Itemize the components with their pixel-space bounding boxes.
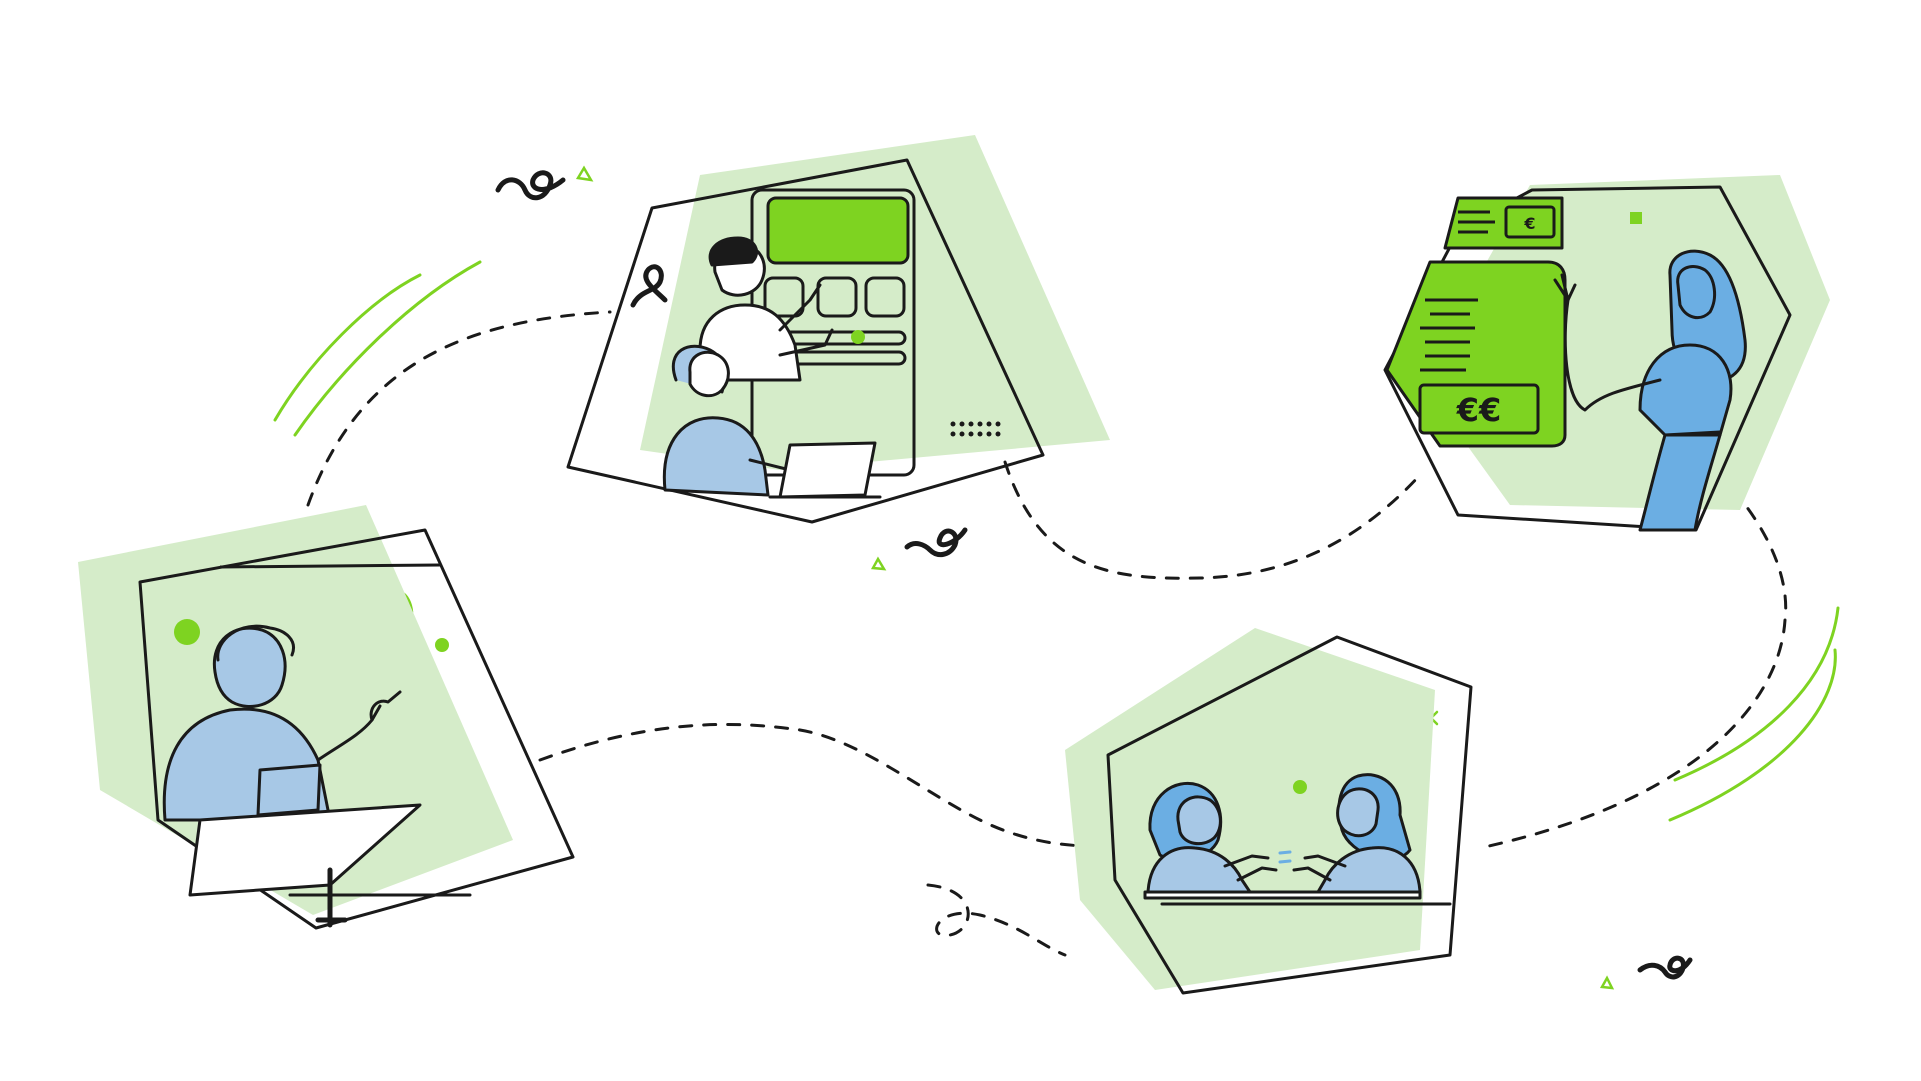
euro-large-label: €€: [1456, 391, 1502, 429]
dashed-journey-path: [306, 310, 1788, 957]
green-dot: [851, 330, 865, 344]
green-square: [1630, 212, 1642, 224]
euro-payment-screen-icon: € €€: [1385, 196, 1567, 448]
green-dot: [435, 638, 449, 652]
scene-frame: [1106, 635, 1473, 995]
wall-line: [219, 563, 441, 569]
conversation-scene: [1065, 628, 1473, 995]
green-dot: [174, 619, 200, 645]
scene-background-shape: [640, 135, 1110, 470]
green-dot: [1293, 780, 1307, 794]
scene-frame: [566, 158, 1045, 524]
payment-scene: € €€: [1383, 175, 1830, 532]
scene-frame: [138, 528, 575, 930]
scene-frame: [1383, 185, 1792, 532]
presenter-with-tablet-icon: [162, 624, 472, 928]
meeting-presenter-scene: [78, 505, 575, 930]
euro-small-label: €: [1523, 214, 1535, 233]
woman-pointing-icon: [1553, 249, 1747, 532]
app-design-scene: [566, 135, 1110, 524]
decorative-arcs: [273, 260, 1840, 822]
designer-people-icon: [662, 236, 882, 499]
two-people-talking-icon: [1143, 773, 1452, 906]
